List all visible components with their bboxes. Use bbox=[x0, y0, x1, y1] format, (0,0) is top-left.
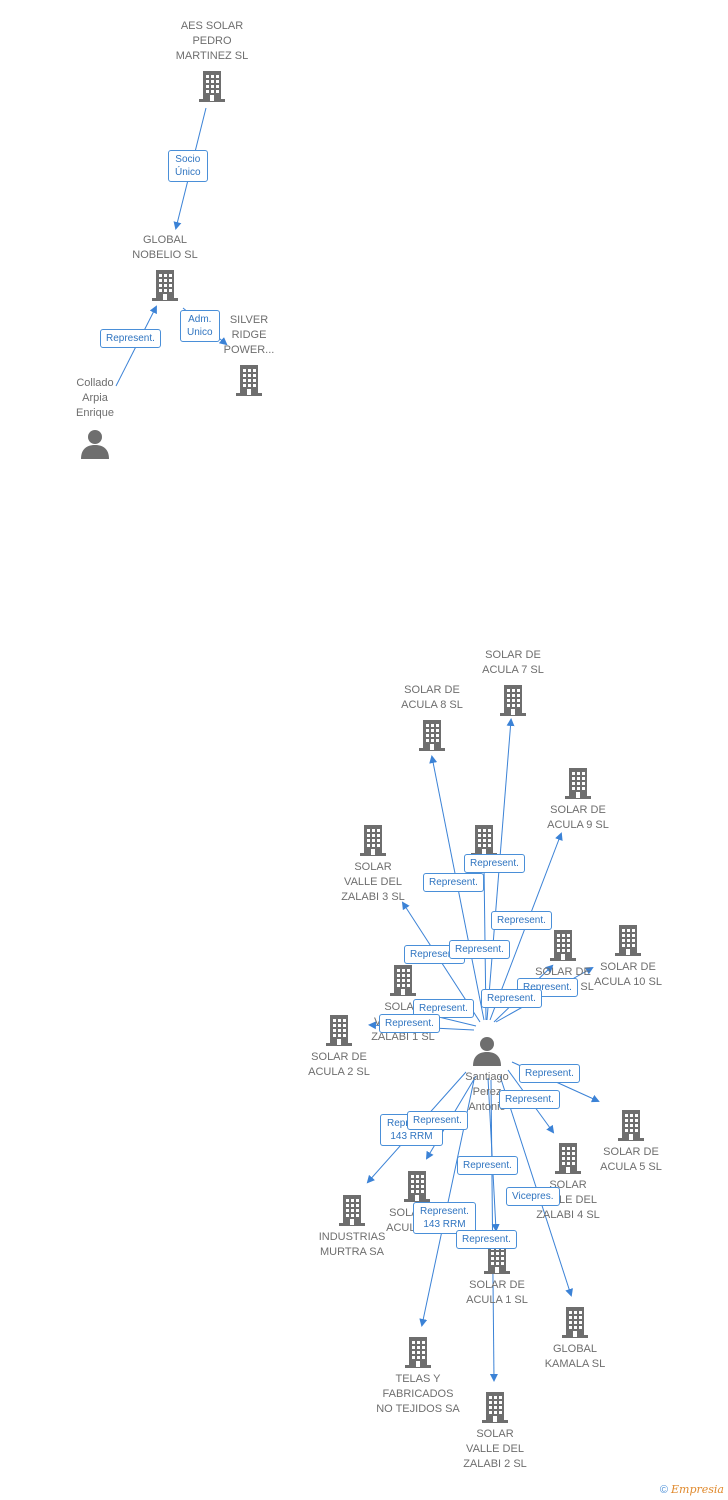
brand-name[interactable]: Empresia bbox=[671, 1483, 724, 1496]
edge-label-santiago-to-valle4[interactable]: Represent. bbox=[499, 1090, 560, 1109]
edge-santiago-to-kamala bbox=[499, 1075, 573, 1297]
edge-label-santiago-to-acula4[interactable]: Represent. bbox=[407, 1111, 468, 1130]
edge-label-santiago-to-kamala[interactable]: Vicepres. bbox=[506, 1187, 560, 1206]
edge-label-santiago-to-valle1[interactable]: Represent. bbox=[413, 999, 474, 1018]
node-label-santiago[interactable]: Santiago Perez Antonio bbox=[465, 1071, 509, 1113]
building-icon[interactable] bbox=[356, 823, 390, 857]
building-icon[interactable] bbox=[558, 1305, 592, 1339]
building-icon[interactable] bbox=[401, 1335, 435, 1369]
edge-label-santiago-to-acula1[interactable]: Represent. bbox=[457, 1156, 518, 1175]
node-label-acula5[interactable]: SOLAR DE ACULA 5 SL bbox=[600, 1146, 662, 1173]
edge-label-santiago-to-acula9[interactable]: Represent. bbox=[491, 911, 552, 930]
building-icon[interactable] bbox=[611, 923, 645, 957]
edge-label-santiago-to-acula7[interactable]: Represent. bbox=[464, 854, 525, 873]
node-label-valle3[interactable]: SOLAR VALLE DEL ZALABI 3 SL bbox=[341, 861, 405, 903]
node-label-kamala[interactable]: GLOBAL KAMALA SL bbox=[544, 1343, 606, 1370]
building-icon[interactable] bbox=[546, 928, 580, 962]
node-label-acula1[interactable]: SOLAR DE ACULA 1 SL bbox=[466, 1279, 528, 1306]
node-label-telas[interactable]: TELAS Y FABRICADOS NO TEJIDOS SA bbox=[376, 1373, 460, 1415]
edge-label-santiago-to-valle2[interactable]: Represent. bbox=[456, 1230, 517, 1249]
person-icon[interactable] bbox=[78, 426, 112, 460]
building-icon[interactable] bbox=[195, 69, 229, 103]
node-label-acula2[interactable]: SOLAR DE ACULA 2 SL bbox=[308, 1051, 370, 1078]
building-icon[interactable] bbox=[561, 766, 595, 800]
edge-label-aes-to-nobelio[interactable]: Socio Único bbox=[168, 150, 208, 182]
edge-label-nobelio-to-silver[interactable]: Adm. Unico bbox=[180, 310, 220, 342]
building-icon[interactable] bbox=[148, 268, 182, 302]
node-label-murtra[interactable]: INDUSTRIAS MURTRA SA bbox=[318, 1231, 386, 1258]
edge-label-santiago-to-telas[interactable]: Represent. 143 RRM bbox=[413, 1202, 476, 1234]
node-label-collado[interactable]: Collado Arpia Enrique bbox=[76, 377, 114, 419]
edge-label-santiago-to-acula8[interactable]: Represent. bbox=[423, 873, 484, 892]
node-label-acula10[interactable]: SOLAR DE ACULA 10 SL bbox=[594, 961, 662, 988]
node-label-silver[interactable]: SILVER RIDGE POWER... bbox=[223, 314, 275, 356]
node-label-acula7[interactable]: SOLAR DE ACULA 7 SL bbox=[482, 649, 544, 676]
building-icon[interactable] bbox=[496, 683, 530, 717]
building-icon[interactable] bbox=[551, 1141, 585, 1175]
building-icon[interactable] bbox=[478, 1390, 512, 1424]
building-icon[interactable] bbox=[232, 363, 266, 397]
node-label-acula8[interactable]: SOLAR DE ACULA 8 SL bbox=[401, 684, 463, 711]
edge-label-santiago-to-acula5[interactable]: Represent. bbox=[519, 1064, 580, 1083]
building-icon[interactable] bbox=[335, 1193, 369, 1227]
node-label-valle2[interactable]: SOLAR VALLE DEL ZALABI 2 SL bbox=[463, 1428, 527, 1470]
edge-label-collado-to-nobelio[interactable]: Represent. bbox=[100, 329, 161, 348]
edge-label-santiago-to-mid6[interactable]: Represent. bbox=[449, 940, 510, 959]
person-icon[interactable] bbox=[470, 1033, 504, 1067]
building-icon[interactable] bbox=[614, 1108, 648, 1142]
copyright-symbol: © bbox=[659, 1484, 668, 1496]
node-label-aes[interactable]: AES SOLAR PEDRO MARTINEZ SL bbox=[175, 20, 249, 62]
edge-label-santiago-to-acula3[interactable]: Represent. bbox=[481, 989, 542, 1008]
copyright-notice: © Empresia bbox=[660, 1483, 724, 1496]
building-icon[interactable] bbox=[467, 823, 501, 857]
node-label-nobelio[interactable]: GLOBAL NOBELIO SL bbox=[132, 234, 198, 261]
node-label-acula9[interactable]: SOLAR DE ACULA 9 SL bbox=[547, 804, 609, 831]
building-icon[interactable] bbox=[400, 1169, 434, 1203]
edge-label-santiago-to-acula2[interactable]: Represent. bbox=[379, 1014, 440, 1033]
building-icon[interactable] bbox=[322, 1013, 356, 1047]
building-icon[interactable] bbox=[386, 963, 420, 997]
building-icon[interactable] bbox=[415, 718, 449, 752]
